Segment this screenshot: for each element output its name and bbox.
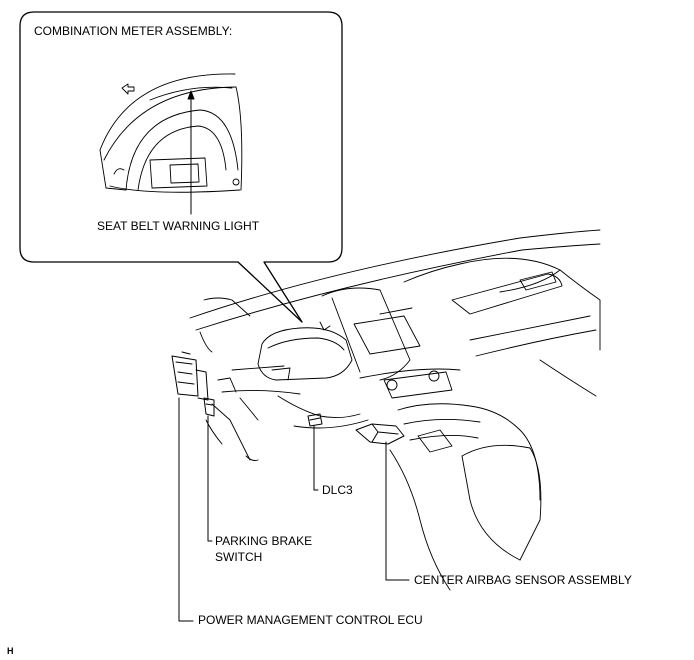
label-dlc3: DLC3 xyxy=(322,483,353,497)
inset-title: COMBINATION METER ASSEMBLY: xyxy=(34,24,233,38)
inset-box xyxy=(19,11,343,323)
label-power-management-ecu: POWER MANAGEMENT CONTROL ECU xyxy=(198,613,423,627)
seat-belt-light-leader xyxy=(187,90,195,215)
leader-parking-brake xyxy=(207,415,213,542)
label-parking-brake-line1: PARKING BRAKE xyxy=(215,534,313,548)
power-management-ecu xyxy=(171,351,209,401)
center-airbag-sensor xyxy=(355,423,405,445)
inset-callout xyxy=(19,11,343,323)
label-center-airbag-sensor: CENTER AIRBAG SENSOR ASSEMBLY xyxy=(414,573,632,587)
label-parking-brake-line2: SWITCH xyxy=(215,550,263,564)
parking-brake-switch xyxy=(203,397,215,417)
instrument-cluster-closeup xyxy=(99,73,243,193)
leader-dlc3 xyxy=(313,425,319,491)
label-seat-belt-warning-light: SEAT BELT WARNING LIGHT xyxy=(97,219,260,233)
dlc3-connector xyxy=(307,413,323,427)
dashboard-drawing xyxy=(189,229,601,591)
leader-lines xyxy=(178,397,410,622)
leader-center-airbag xyxy=(385,441,410,581)
leader-power-management xyxy=(178,397,194,622)
figure-code: H xyxy=(7,646,14,656)
